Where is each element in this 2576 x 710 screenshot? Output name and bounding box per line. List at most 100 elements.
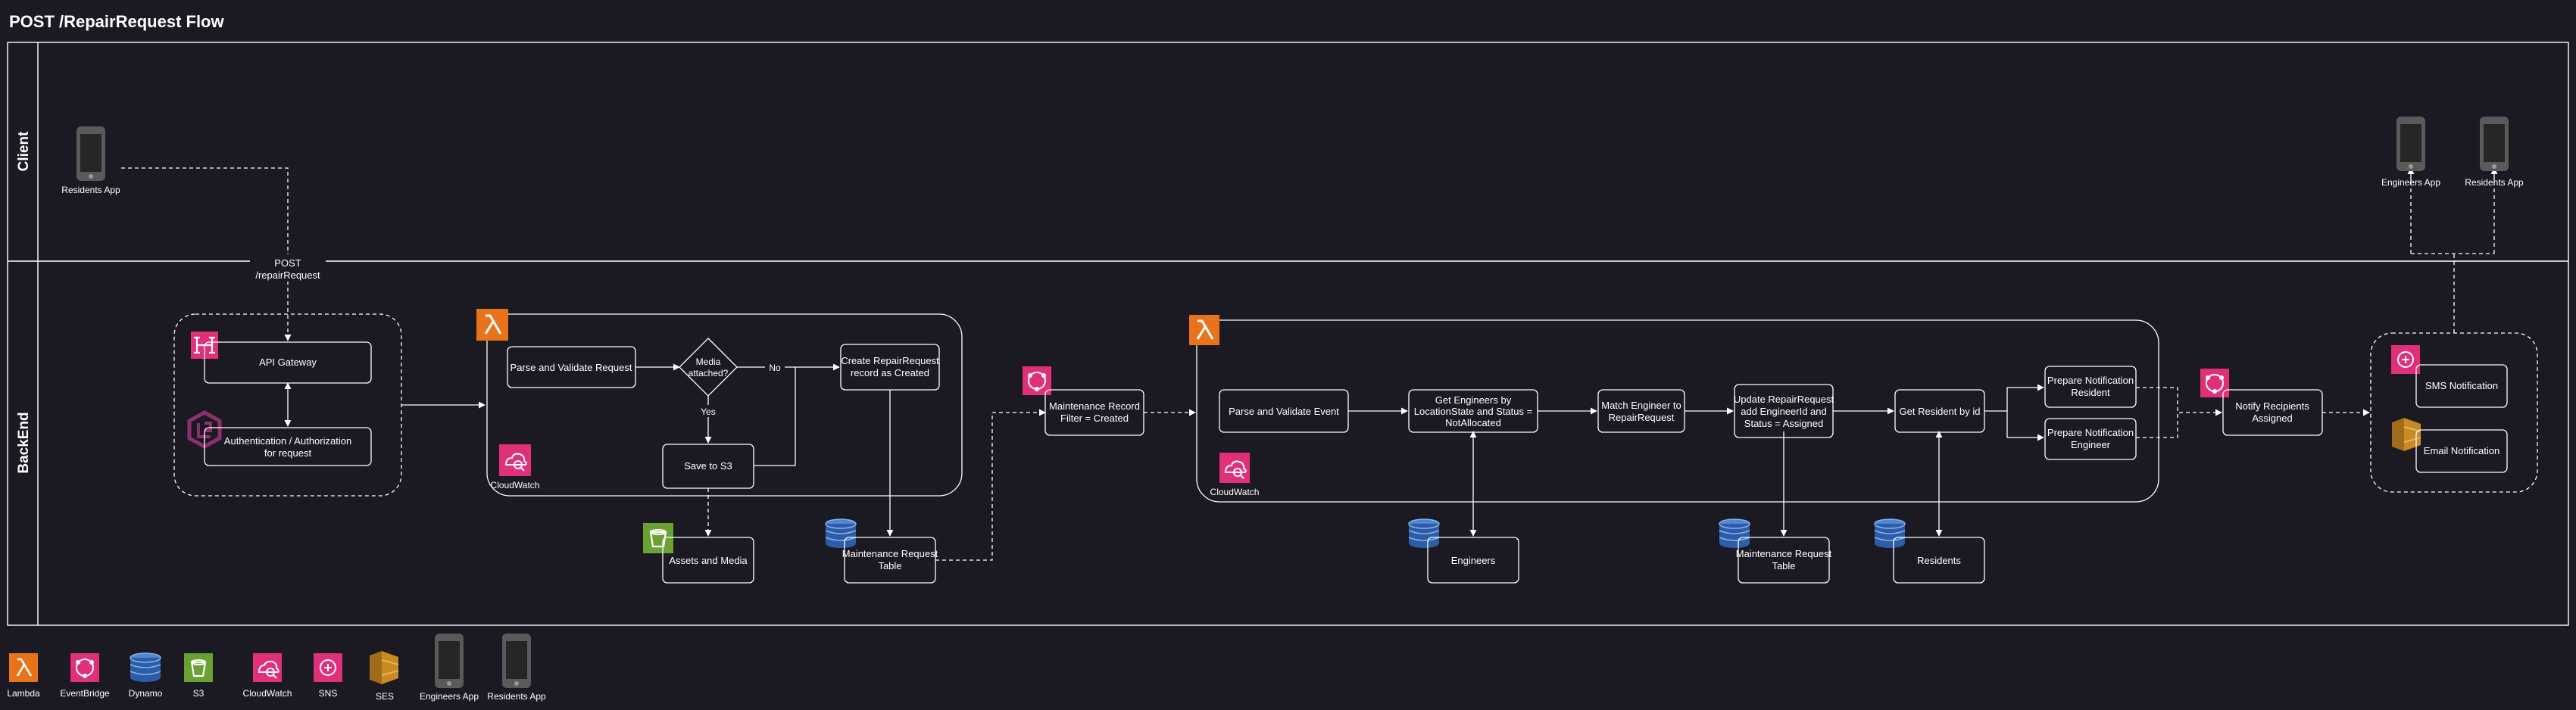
maintenance-table-2-node <box>1738 537 1830 584</box>
edge-table-to-filter <box>935 409 1046 561</box>
edge-prep-resident-to-notify <box>2136 387 2222 416</box>
match-engineer-node <box>1597 389 1685 433</box>
parse-request-node <box>507 346 636 388</box>
legend-s3-label: S3 <box>193 688 205 699</box>
engineers-app-label: Engineers App <box>2381 177 2440 188</box>
auth-label-2: for request <box>264 447 312 459</box>
notify-node <box>2222 389 2323 436</box>
get-engineers-label-3: NotAllocated <box>1445 417 1501 428</box>
legend-residents-app-phone-icon <box>502 634 531 688</box>
lambda-1-container <box>486 313 963 497</box>
dynamo-1-icon <box>825 518 857 549</box>
sms-node <box>2415 364 2508 408</box>
email-label: Email Notification <box>2424 445 2500 456</box>
legend-residents-app-label: Residents App <box>487 691 546 702</box>
maintenance-table-1-label-1: Maintenance Request <box>842 548 938 559</box>
assets-media-label: Assets and Media <box>669 555 748 566</box>
residents-app-phone-icon <box>76 126 105 181</box>
prep-resident-label-1: Prepare Notification <box>2047 375 2134 386</box>
maintenance-table-1-label-2: Table <box>878 560 901 571</box>
residents-app-label: Residents App <box>61 185 120 195</box>
lambda-2-container <box>1196 319 2159 503</box>
get-engineers-label-1: Get Engineers by <box>1435 394 1512 406</box>
decision-label-2: attached? <box>688 368 729 378</box>
residents-app-right-phone-icon <box>2480 117 2509 171</box>
create-record-label-1: Create RepairRequest <box>841 355 939 366</box>
cloudwatch-2-icon <box>1219 453 1250 483</box>
legend-ses-label: SES <box>376 691 394 702</box>
save-s3-label: Save to S3 <box>684 460 732 472</box>
legend-eventbridge-icon <box>70 653 99 682</box>
match-engineer-label-2: RepairRequest <box>1609 412 1675 423</box>
parse-event-label: Parse and Validate Event <box>1229 406 1339 417</box>
legend-cloudwatch-icon <box>253 653 282 682</box>
edge-messaging-to-apps <box>2410 170 2495 333</box>
legend-dynamo-label: Dynamo <box>129 688 163 699</box>
prep-resident-label-2: Resident <box>2071 387 2110 398</box>
notify-label-2: Assigned <box>2252 413 2292 424</box>
create-record-node <box>840 344 940 391</box>
api-gateway-node <box>204 341 372 384</box>
dynamo-engineers-icon <box>1408 518 1440 549</box>
create-record-label-2: record as Created <box>851 367 929 378</box>
no-label: No <box>769 363 781 373</box>
cloudwatch-1-label: CloudWatch <box>491 480 540 490</box>
post-label: POST <box>274 257 301 269</box>
cloudwatch-2-label: CloudWatch <box>1210 487 1260 497</box>
auth-label-1: Authentication / Authorization <box>224 435 351 447</box>
engineers-app-phone-icon <box>2396 117 2425 171</box>
prep-engineer-label-2: Engineer <box>2071 439 2111 450</box>
lambda-1-icon <box>476 309 508 341</box>
engineers-db-node <box>1427 537 1519 584</box>
legend-cloudwatch-label: CloudWatch <box>243 688 292 699</box>
legend-dynamo-icon <box>130 652 161 683</box>
get-engineers-label-2: LocationState and Status = <box>1414 406 1532 417</box>
edge-to-prep-engineer <box>2006 411 2044 441</box>
legend-lambda-icon <box>9 653 38 682</box>
maintenance-table-1-node <box>844 537 936 584</box>
edge-prep-engineer-to-notify <box>2136 413 2178 438</box>
save-s3-node <box>662 444 754 489</box>
filter-label-2: Filter = Created <box>1060 413 1129 424</box>
media-decision-node <box>679 338 738 397</box>
legend-sns-label: SNS <box>319 688 338 699</box>
update-request-node <box>1734 384 1834 438</box>
legend-ses-icon <box>370 651 399 684</box>
engineers-db-label: Engineers <box>1451 555 1496 566</box>
residents-db-label: Residents <box>1917 555 1961 566</box>
swimlane-pool <box>7 42 2569 626</box>
edge-save-to-create <box>754 367 796 466</box>
get-resident-label: Get Resident by id <box>1900 406 1981 417</box>
maintenance-table-2-label-1: Maintenance Request <box>1736 548 1832 559</box>
legend-engineers-app-phone-icon <box>435 634 464 688</box>
get-engineers-node <box>1408 389 1538 433</box>
legend: Lambda EventBridge Dynamo S3 CloudWatch <box>7 634 546 702</box>
page-title: POST /RepairRequest Flow <box>9 12 224 31</box>
update-request-label-1: Update RepairRequest <box>1734 394 1834 405</box>
update-request-label-3: Status = Assigned <box>1744 418 1823 429</box>
decision-label-1: Media <box>696 357 721 367</box>
email-node <box>2415 429 2508 473</box>
legend-engineers-app-label: Engineers App <box>420 691 479 702</box>
legend-eventbridge-label: EventBridge <box>60 688 110 699</box>
parse-event-node <box>1219 389 1349 433</box>
match-engineer-label-1: Match Engineer to <box>1601 400 1681 411</box>
api-gateway-label: API Gateway <box>259 357 317 368</box>
dynamo-residents-icon <box>1874 518 1906 549</box>
legend-s3-icon <box>184 653 213 682</box>
filter-label-1: Maintenance Record <box>1049 400 1140 412</box>
legend-lambda-label: Lambda <box>7 688 40 699</box>
cloudwatch-1-icon <box>499 444 531 476</box>
notify-label-1: Notify Recipients <box>2235 400 2309 412</box>
edge-app-to-gateway <box>121 167 292 341</box>
prep-engineer-label-1: Prepare Notification <box>2047 427 2134 438</box>
edge-to-prep-resident <box>1984 384 2044 412</box>
yes-label: Yes <box>701 406 716 417</box>
maintenance-table-2-label-2: Table <box>1772 560 1795 571</box>
parse-request-label: Parse and Validate Request <box>511 362 632 373</box>
prep-resident-node <box>2044 366 2137 408</box>
prep-engineer-node <box>2044 418 2137 460</box>
legend-sns-icon <box>314 653 342 682</box>
filter-node <box>1044 389 1144 436</box>
residents-app-right-label: Residents App <box>2465 177 2524 188</box>
